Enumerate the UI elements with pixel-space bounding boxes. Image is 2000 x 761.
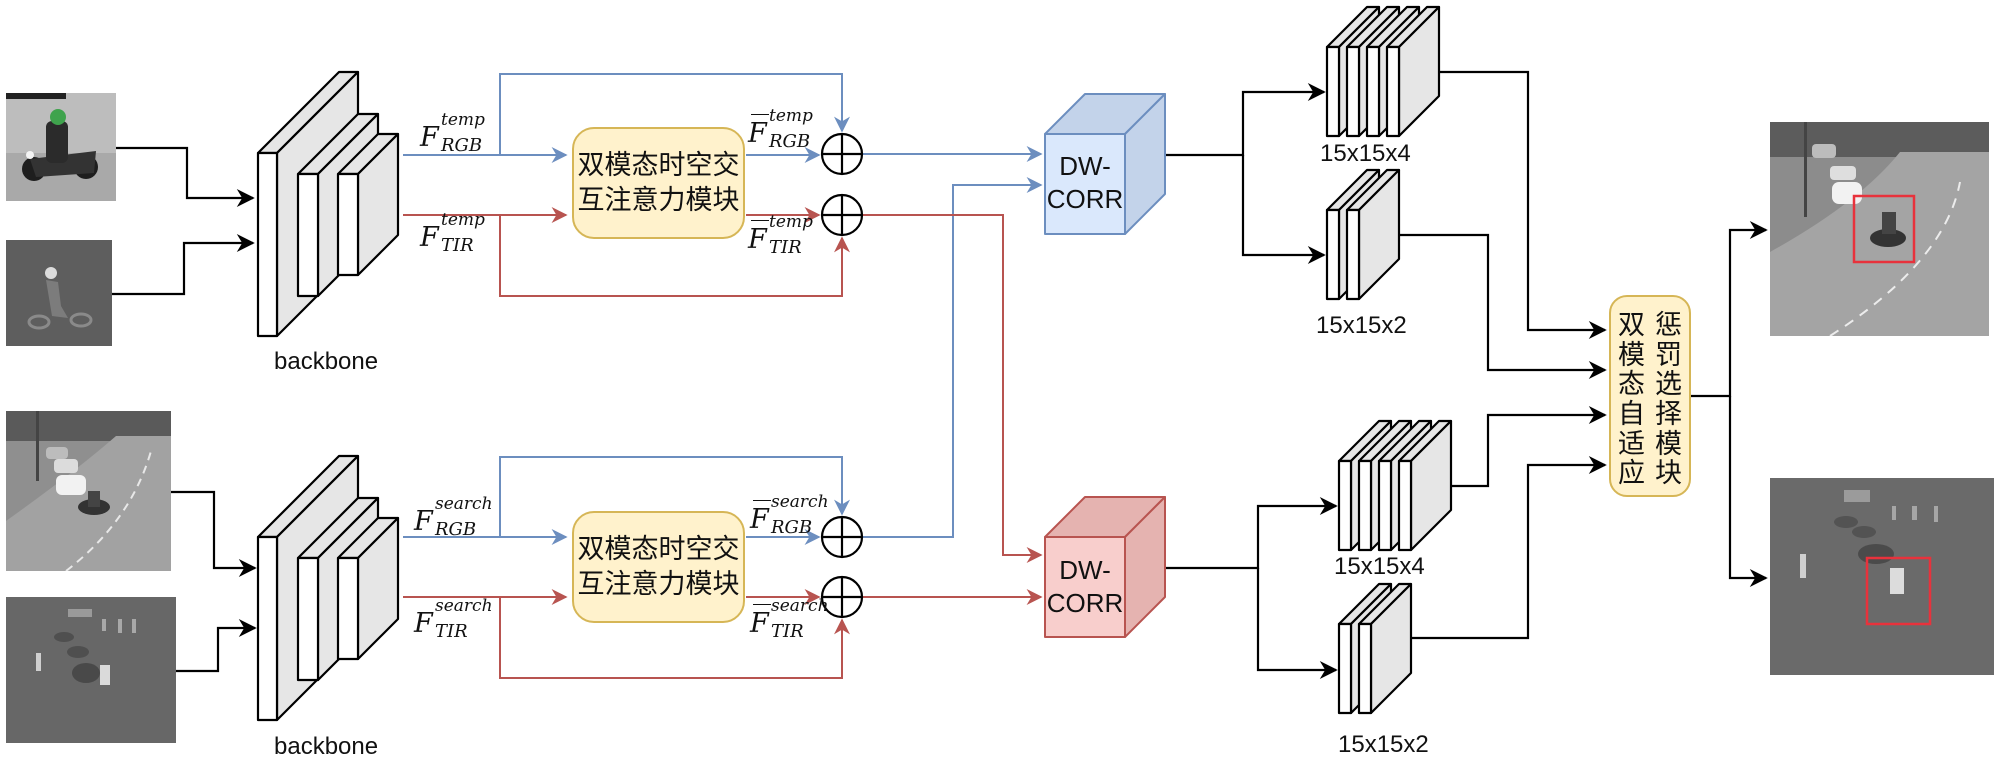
selection-module-char: 择 <box>1655 399 1682 431</box>
wire-temp-rgb-skip <box>499 73 850 155</box>
selection-module-char: 双 <box>1618 310 1645 341</box>
backbone-template-layer3-front <box>336 172 360 277</box>
arrow-search-rgb-to-backbone <box>171 490 257 577</box>
head-label-rgb-cls: 15x15x2 <box>1316 312 1407 339</box>
selection-module-char: 罚 <box>1655 339 1682 371</box>
search-tir-image <box>6 597 176 743</box>
search-rgb-image <box>6 411 171 571</box>
selection-module-char: 模 <box>1618 339 1645 371</box>
head-tir-reg-channel-1-front <box>1337 459 1353 552</box>
backbone-search-layer2-front <box>296 556 320 682</box>
dw-corr-tir-front <box>1044 536 1126 638</box>
wire-search-rgb-sum-to-corr <box>862 177 1043 538</box>
head-tir-reg-channel-2-front <box>1357 459 1373 552</box>
wire-tir-cls-to-selector <box>1412 456 1607 640</box>
wire-tir-corr-split <box>1165 497 1338 570</box>
adaptive-selection-module: 惩罚选择模块 双模态自适应 <box>1609 295 1691 497</box>
template-rgb-image <box>6 93 116 201</box>
output-tir-result-image <box>1770 478 1994 675</box>
head-rgb-reg-channel-3-front <box>1365 45 1381 138</box>
selection-module-char: 适 <box>1618 428 1645 460</box>
backbone-label-search: backbone <box>274 733 379 760</box>
selection-module-text-col-left: 双模态自适应 <box>1618 311 1645 495</box>
backbone-template-layer2-front <box>296 172 320 298</box>
head-label-rgb-reg: 15x15x4 <box>1320 140 1411 167</box>
selection-module-char: 自 <box>1618 399 1645 431</box>
template-tir-image <box>6 240 112 346</box>
output-tir-bounding-box <box>1865 556 1932 626</box>
wire-selector-to-tir-result <box>1728 396 1768 587</box>
backbone-search-layer3-front <box>336 556 360 661</box>
head-tir-cls-channel-1-front <box>1337 622 1353 715</box>
output-rgb-result-image <box>1770 122 1989 336</box>
sum-icon-search-rgb <box>820 515 864 559</box>
wire-search-tir-skip <box>499 597 850 679</box>
selection-module-char: 块 <box>1655 458 1682 490</box>
selection-module-char: 惩 <box>1655 310 1682 341</box>
selection-module-text-col-right: 惩罚选择模块 <box>1655 311 1682 495</box>
sum-icon-temp-tir <box>820 193 864 237</box>
selection-module-char: 模 <box>1655 428 1682 460</box>
backbone-template-layer1-front <box>256 151 279 338</box>
head-rgb-reg-channel-4-front <box>1385 45 1401 138</box>
wire-selector-to-rgb-result <box>1690 221 1768 398</box>
arrow-search-tir-to-backbone <box>176 619 257 673</box>
wire-rgb-corr-split <box>1165 83 1326 157</box>
selection-module-char: 态 <box>1618 369 1645 401</box>
selection-module-char: 应 <box>1618 458 1645 490</box>
head-tir-cls-channel-2-front <box>1357 622 1373 715</box>
head-tir-reg-channel-4-front <box>1397 459 1413 552</box>
wire-tir-reg-to-selector <box>1452 406 1607 488</box>
head-tir-reg-channel-3-front <box>1377 459 1393 552</box>
head-rgb-cls-channel-1-front <box>1325 208 1341 301</box>
dw-corr-rgb-front <box>1044 133 1126 235</box>
output-rgb-bounding-box <box>1852 194 1916 264</box>
wire-search-rgb-skip <box>499 456 850 537</box>
wire-temp-tir-skip <box>499 215 850 297</box>
head-rgb-cls-channel-2-front <box>1345 208 1361 301</box>
head-rgb-reg-channel-1-front <box>1325 45 1341 138</box>
wire-temp-tir-sum-to-corr <box>862 214 1043 563</box>
head-label-tir-cls: 15x15x2 <box>1338 731 1429 758</box>
wire-rgb-reg-to-selector <box>1440 70 1607 339</box>
selection-module-char: 选 <box>1655 369 1682 401</box>
arrow-template-tir-to-backbone <box>112 234 255 296</box>
backbone-label-template: backbone <box>274 348 379 375</box>
attention-module-template: 双模态时空交互注意力模块 <box>572 127 745 239</box>
sum-icon-temp-rgb <box>820 132 864 176</box>
head-rgb-reg-channel-2-front <box>1345 45 1361 138</box>
backbone-search-layer1-front <box>256 535 279 722</box>
head-label-tir-reg: 15x15x4 <box>1334 553 1425 580</box>
wire-rgb-cls-to-selector <box>1400 233 1607 379</box>
attention-module-search: 双模态时空交互注意力模块 <box>572 511 745 623</box>
arrow-template-rgb-to-backbone <box>116 146 255 207</box>
dw-corr-rgb-label: DW-CORR <box>1046 151 1124 214</box>
sum-icon-search-tir <box>820 575 864 619</box>
dw-corr-tir-label: DW-CORR <box>1046 555 1124 618</box>
